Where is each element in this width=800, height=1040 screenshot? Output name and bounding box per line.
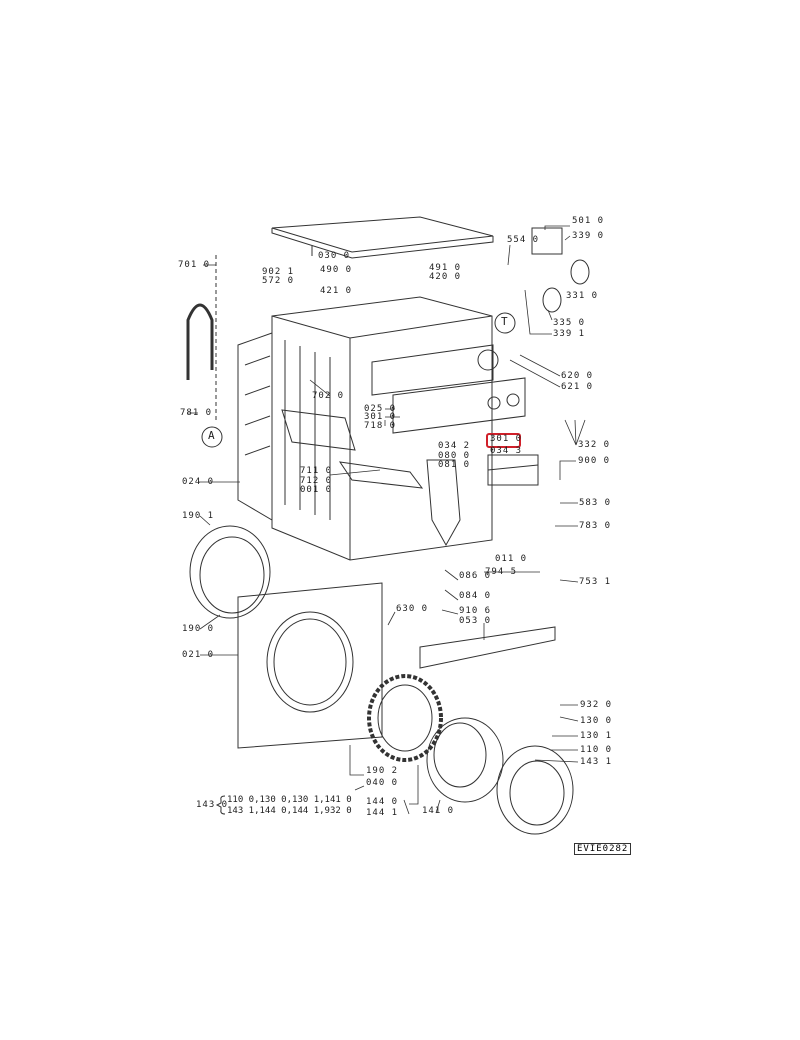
- part-label[interactable]: 301 0: [364, 412, 397, 422]
- part-label[interactable]: 053 0: [459, 616, 492, 626]
- part-label[interactable]: 712 0: [300, 476, 333, 486]
- part-label[interactable]: 702 0: [312, 391, 345, 401]
- part-label[interactable]: 030 0: [318, 251, 351, 261]
- part-label[interactable]: 781 0: [180, 408, 213, 418]
- part-label[interactable]: 084 0: [459, 591, 492, 601]
- part-label[interactable]: 753 1: [579, 577, 612, 587]
- kickplate: [419, 626, 556, 669]
- part-label[interactable]: 421 0: [320, 286, 353, 296]
- part-label[interactable]: 034 3: [490, 446, 523, 456]
- part-label[interactable]: 190 0: [182, 624, 215, 634]
- part-label[interactable]: 554 0: [507, 235, 540, 245]
- kit-label[interactable]: 143 0: [196, 800, 229, 810]
- part-label[interactable]: 080 0: [438, 451, 471, 461]
- part-label[interactable]: 021 0: [182, 650, 215, 660]
- part-label[interactable]: 794 5: [485, 567, 518, 577]
- part-label[interactable]: 332 0: [578, 440, 611, 450]
- part-label[interactable]: 024 0: [182, 477, 215, 487]
- part-label[interactable]: 110 0: [580, 745, 613, 755]
- programmer: [531, 227, 563, 255]
- part-label[interactable]: 583 0: [579, 498, 612, 508]
- part-label[interactable]: 034 2: [438, 441, 471, 451]
- marker-a: A: [208, 429, 216, 442]
- drawer-tray: [338, 461, 424, 489]
- part-label[interactable]: 144 1: [366, 808, 399, 818]
- part-label[interactable]: 630 0: [396, 604, 429, 614]
- part-label[interactable]: 141 0: [422, 806, 455, 816]
- door-seal: [189, 525, 271, 619]
- part-label[interactable]: 339 0: [572, 231, 605, 241]
- part-label[interactable]: 335 0: [553, 318, 586, 328]
- gasket: [426, 459, 461, 547]
- part-label[interactable]: 910 6: [459, 606, 492, 616]
- part-label[interactable]: 339 1: [553, 329, 586, 339]
- front-panel: [237, 582, 383, 749]
- highlight-box: [486, 433, 521, 448]
- part-label[interactable]: 501 0: [572, 216, 605, 226]
- marker-a-circle: [201, 426, 223, 448]
- drawing-code: EVIE0282: [574, 843, 632, 855]
- part-label[interactable]: 143 1: [580, 757, 613, 767]
- part-label[interactable]: 902 1: [262, 267, 295, 277]
- cabinet-frame: [271, 296, 493, 561]
- fascia: [392, 377, 526, 434]
- door-frame-ring: [367, 674, 443, 762]
- door-glass: [426, 717, 504, 803]
- part-label[interactable]: 621 0: [561, 382, 594, 392]
- part-label[interactable]: 932 0: [580, 700, 613, 710]
- highlighted-part-label[interactable]: 301 0: [490, 434, 523, 444]
- part-label[interactable]: 025 0: [364, 404, 397, 414]
- marker-t-circle: [494, 312, 516, 334]
- part-label[interactable]: 001 0: [300, 485, 333, 495]
- part-label[interactable]: 331 0: [566, 291, 599, 301]
- marker-t: T: [501, 315, 509, 328]
- control-panel: [371, 344, 494, 396]
- kit-contents-line-2: 143 1,144 0,144 1,932 0: [227, 806, 352, 816]
- part-label[interactable]: 130 1: [580, 731, 613, 741]
- part-label[interactable]: 420 0: [429, 272, 462, 282]
- kit-contents-line-1: 110 0,130 0,130 1,141 0: [227, 795, 352, 805]
- part-label[interactable]: 086 0: [459, 571, 492, 581]
- part-label[interactable]: 040 0: [366, 778, 399, 788]
- side-panel: [237, 332, 273, 521]
- kit-brace: [215, 795, 226, 815]
- part-label[interactable]: 701 0: [178, 260, 211, 270]
- part-label[interactable]: 620 0: [561, 371, 594, 381]
- display-window: [487, 454, 539, 486]
- part-label[interactable]: 572 0: [262, 276, 295, 286]
- part-label[interactable]: 711 0: [300, 466, 333, 476]
- part-label[interactable]: 144 0: [366, 797, 399, 807]
- inlet-hose: [186, 303, 214, 380]
- part-label[interactable]: 130 0: [580, 716, 613, 726]
- detergent-drawer: [281, 409, 356, 451]
- part-label[interactable]: 190 2: [366, 766, 399, 776]
- part-label[interactable]: 190 1: [182, 511, 215, 521]
- part-label[interactable]: 081 0: [438, 460, 471, 470]
- part-label[interactable]: 783 0: [579, 521, 612, 531]
- part-label[interactable]: 011 0: [495, 554, 528, 564]
- door-outer-ring: [496, 745, 574, 835]
- top-lid: [271, 216, 494, 259]
- part-label[interactable]: 718 0: [364, 421, 397, 431]
- part-label[interactable]: 900 0: [578, 456, 611, 466]
- part-label[interactable]: 490 0: [320, 265, 353, 275]
- part-label[interactable]: 491 0: [429, 263, 462, 273]
